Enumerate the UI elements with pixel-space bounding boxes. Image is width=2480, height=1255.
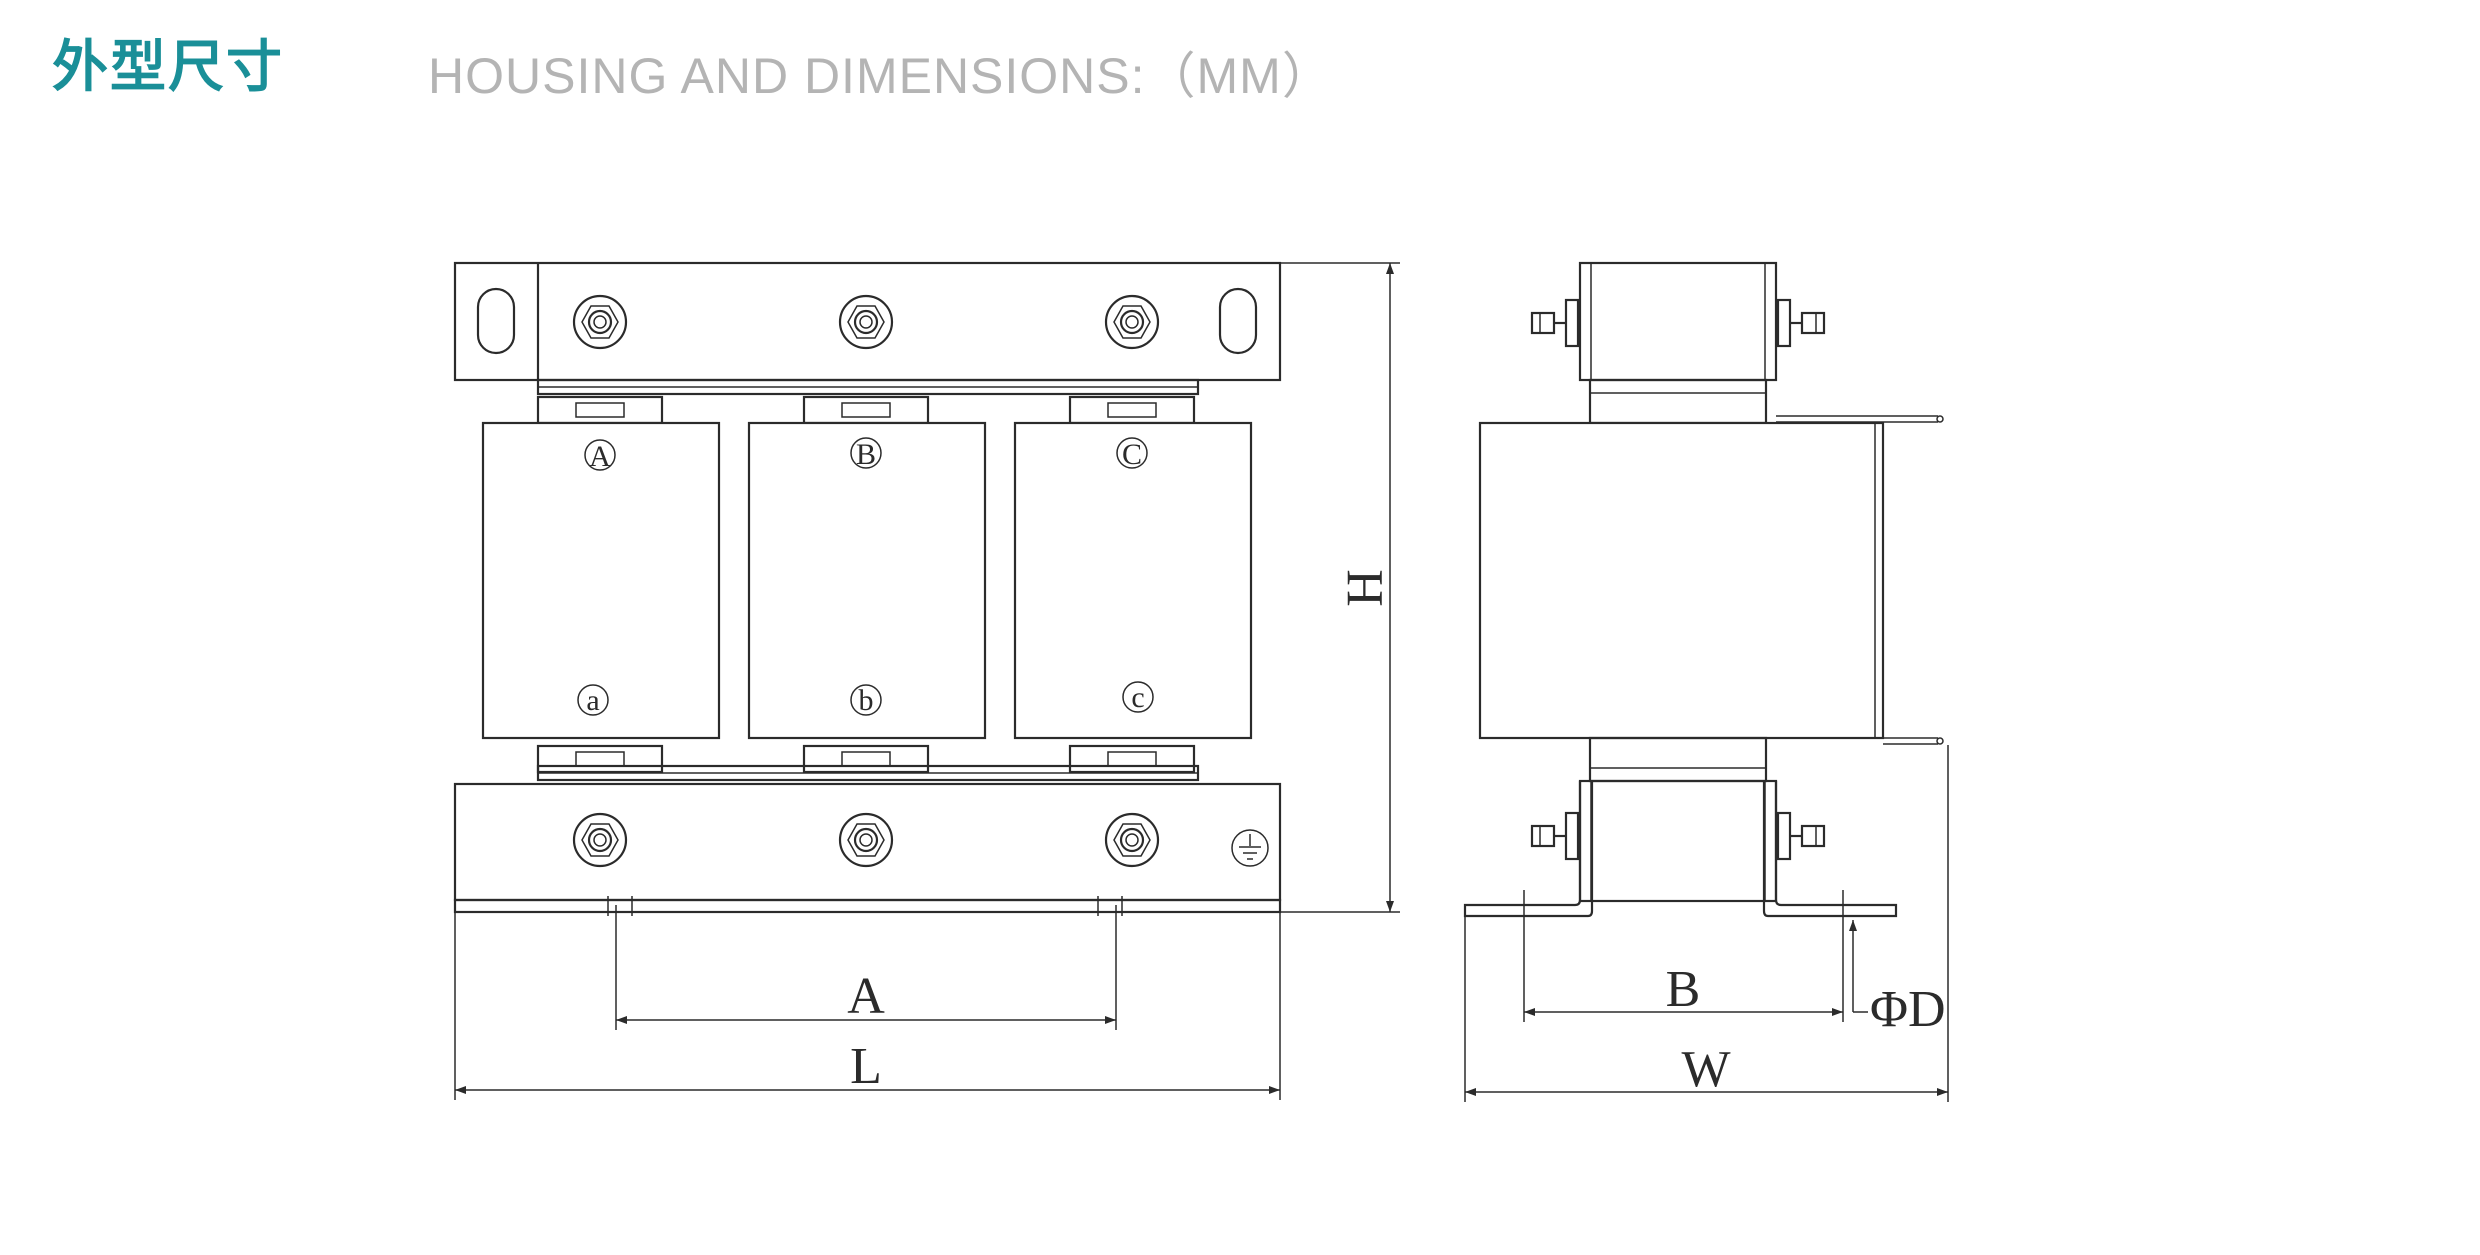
mounting-slot-right xyxy=(1218,287,1258,355)
dimension-H: H xyxy=(1280,262,1400,913)
ground-icon xyxy=(1231,829,1269,867)
svg-text:C: C xyxy=(1122,438,1142,471)
svg-text:B: B xyxy=(856,438,876,471)
page-title-en: HOUSING AND DIMENSIONS:（MM） xyxy=(428,48,1333,104)
dimension-D: ΦD xyxy=(1849,920,1946,1038)
terminal-marker-C: C xyxy=(1116,437,1148,471)
top-yoke xyxy=(453,261,1282,382)
side-bolt-icon xyxy=(1776,811,1826,861)
dimension-W: W xyxy=(1464,745,1949,1102)
front-view: A B C a b c xyxy=(453,261,1282,916)
bolt-icon xyxy=(572,812,628,868)
svg-text:ΦD: ΦD xyxy=(1870,981,1946,1038)
svg-text:A: A xyxy=(589,440,611,473)
dimension-B: B xyxy=(1523,890,1844,1022)
dimension-L: L xyxy=(454,912,1281,1100)
svg-text:B: B xyxy=(1666,961,1701,1018)
side-bolt-icon xyxy=(1776,298,1826,348)
dimension-A: A xyxy=(615,905,1117,1030)
bolt-icon xyxy=(1104,812,1160,868)
side-coil xyxy=(1478,421,1885,740)
terminal-marker-A: A xyxy=(584,439,616,473)
svg-text:W: W xyxy=(1681,1041,1730,1098)
svg-text:A: A xyxy=(847,968,885,1025)
svg-text:H: H xyxy=(1337,569,1394,607)
bottom-yoke xyxy=(453,782,1282,902)
terminal-marker-b: b xyxy=(850,684,882,717)
terminal-marker-c: c xyxy=(1122,681,1154,714)
side-bolt-icon xyxy=(1530,298,1580,348)
svg-text:c: c xyxy=(1131,681,1144,714)
svg-text:a: a xyxy=(586,684,599,717)
coil-a xyxy=(481,421,721,740)
terminal-marker-a: a xyxy=(577,684,609,717)
lead-wire xyxy=(1883,737,1944,745)
lead-wire xyxy=(1776,415,1944,423)
page-title-cn: 外型尺寸 xyxy=(52,35,284,100)
side-bolt-icon xyxy=(1530,811,1580,861)
bolt-icon xyxy=(838,812,894,868)
mounting-slot-left xyxy=(476,287,516,355)
coil-c xyxy=(1013,421,1253,740)
bolt-icon xyxy=(572,294,628,350)
svg-text:L: L xyxy=(850,1038,882,1095)
svg-text:b: b xyxy=(859,684,874,717)
terminal-marker-B: B xyxy=(850,437,882,471)
side-view xyxy=(1463,261,1944,918)
bolt-icon xyxy=(838,294,894,350)
bolt-icon xyxy=(1104,294,1160,350)
